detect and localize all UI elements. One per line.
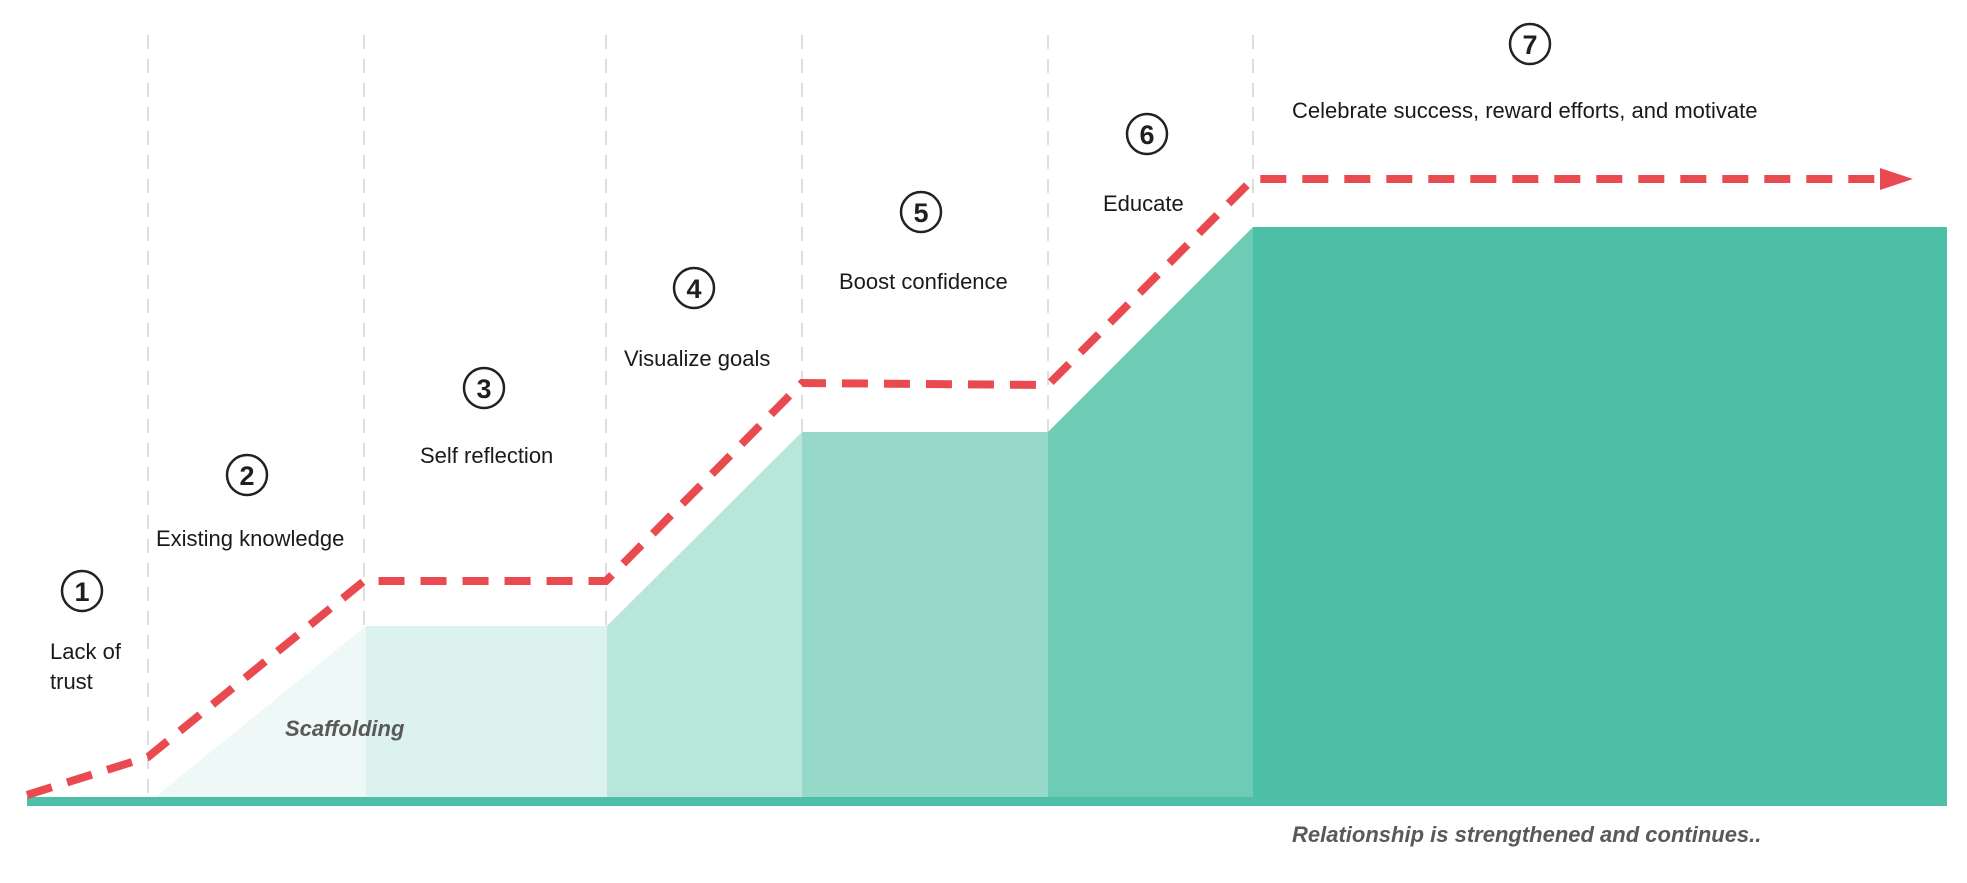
step-circle-2	[225, 453, 269, 497]
step-label-2: Existing knowledge	[156, 526, 344, 551]
step-number-5: 5	[913, 198, 928, 228]
step-marker-2: 2	[225, 453, 269, 497]
step-marker-4: 4	[672, 266, 716, 310]
progress-path	[25, 168, 1913, 799]
progress-arrowhead	[1880, 168, 1913, 190]
step-marker-7: 7	[1508, 22, 1552, 66]
step-labels: Lack of trust Existing knowledge Self re…	[50, 98, 1757, 694]
stair-segment-4	[802, 432, 1048, 797]
stair-segment-2	[366, 626, 607, 797]
step-circle-3	[462, 366, 506, 410]
step-label-7: Celebrate success, reward efforts, and m…	[1292, 98, 1757, 123]
step-number-4: 4	[686, 274, 701, 304]
progress-path-line	[25, 175, 1895, 799]
step-label-1-line-2: trust	[50, 669, 93, 694]
step-label-3: Self reflection	[420, 443, 553, 468]
step-circle-1	[60, 569, 104, 613]
step-circle-4	[672, 266, 716, 310]
step-marker-6: 6	[1125, 112, 1169, 156]
staircase-area	[155, 227, 1947, 806]
baseline-bar	[27, 797, 1947, 806]
stair-segment-3	[607, 432, 802, 797]
step-circle-6	[1125, 112, 1169, 156]
step-circle-5	[899, 190, 943, 234]
step-number-1: 1	[74, 577, 89, 607]
stair-segment-6	[1253, 227, 1947, 806]
step-label-4: Visualize goals	[624, 346, 770, 371]
step-label-6: Educate	[1103, 191, 1184, 216]
relationship-note: Relationship is strengthened and continu…	[1292, 822, 1761, 847]
step-number-7: 7	[1522, 30, 1537, 60]
step-markers: 1 2 3 4 5 6 7	[60, 22, 1552, 613]
step-number-2: 2	[239, 461, 254, 491]
step-label-1-line-1: Lack of	[50, 639, 122, 664]
step-marker-3: 3	[462, 366, 506, 410]
step-circle-7	[1508, 22, 1552, 66]
step-number-3: 3	[476, 374, 491, 404]
step-marker-5: 5	[899, 190, 943, 234]
stair-segment-1	[155, 626, 366, 797]
scaffolding-note: Scaffolding	[285, 716, 405, 741]
stair-segment-5	[1048, 227, 1253, 797]
step-label-5: Boost confidence	[839, 269, 1008, 294]
step-number-6: 6	[1139, 120, 1154, 150]
step-marker-1: 1	[60, 569, 104, 613]
step-label-1: Lack of trust	[50, 639, 127, 694]
